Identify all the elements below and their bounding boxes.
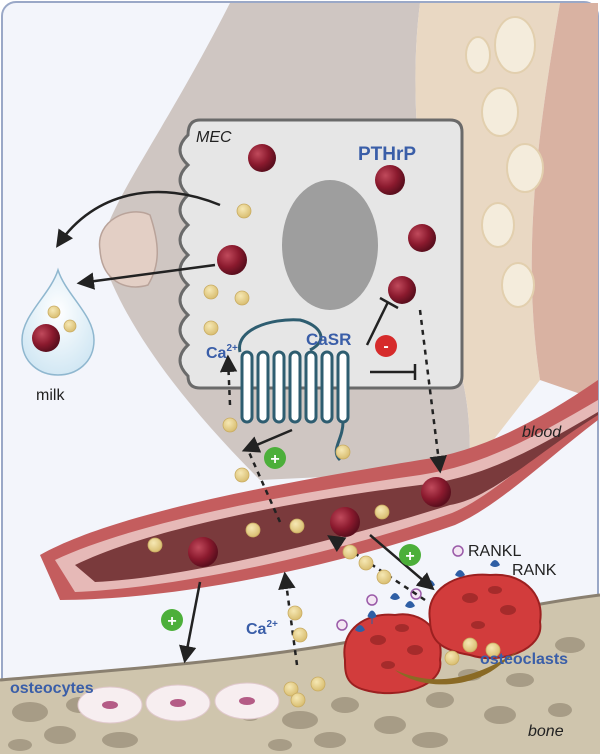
stimulate-sign-1: + xyxy=(264,447,286,469)
rankl-label: RANKL xyxy=(468,543,521,560)
stimulate-sign-1-label: + xyxy=(270,451,279,468)
nipple xyxy=(98,211,158,288)
osteoclast-1 xyxy=(343,613,442,695)
calcium-ions xyxy=(47,203,501,708)
arrow-to-milk-top xyxy=(56,190,221,248)
stimulate-sign-2: + xyxy=(399,544,421,566)
stimulate-sign-3-label: + xyxy=(167,613,176,630)
cell-nucleus xyxy=(282,180,378,310)
mec-label: MEC xyxy=(196,129,232,146)
osteoclast-2 xyxy=(428,573,542,660)
fat-cells xyxy=(465,16,544,308)
ca-cell-label: Ca2+ xyxy=(206,343,238,362)
pthrp-molecules xyxy=(32,144,451,567)
arrow-to-milk xyxy=(76,263,216,290)
inhibit-sign: - xyxy=(375,335,397,357)
osteocyte-cells xyxy=(77,682,280,724)
rank-receptors xyxy=(355,560,500,632)
inhibit-sign-label: - xyxy=(383,338,388,355)
arrow-receptor-to-blood xyxy=(241,428,293,453)
stimulate-sign-3: + xyxy=(161,609,183,631)
casr-label: CaSR xyxy=(306,330,351,349)
inhibition-lines xyxy=(365,296,417,380)
muscle-tissue xyxy=(531,3,598,400)
blood-label: blood xyxy=(522,424,562,441)
arrow-blood-to-osteoclast xyxy=(369,534,435,591)
osteoclast-nuclei xyxy=(370,586,516,669)
osteoclasts-label: osteoclasts xyxy=(480,651,568,668)
resorption-pit xyxy=(395,650,520,685)
arrow-blood-to-osteocytes xyxy=(179,581,202,664)
arrow-ca-blood-up xyxy=(246,449,282,523)
milk-label: milk xyxy=(36,387,65,404)
pthrp-label: PTHrP xyxy=(358,144,416,165)
arrow-ca-to-cell xyxy=(219,354,238,406)
stimulate-sign-2-label: + xyxy=(405,548,414,565)
ca-bone-label: Ca2+ xyxy=(246,619,278,638)
arrow-pthrp-to-blood xyxy=(418,309,447,474)
osteocytes-label: osteocytes xyxy=(10,680,94,697)
bone-label: bone xyxy=(528,723,564,740)
inhibit-line-pthrp xyxy=(365,301,390,346)
casr-receptor xyxy=(238,318,350,462)
rankl-ligands xyxy=(336,545,464,631)
inhibit-bar-pthrp xyxy=(379,296,399,310)
rank-label: RANK xyxy=(512,562,557,579)
